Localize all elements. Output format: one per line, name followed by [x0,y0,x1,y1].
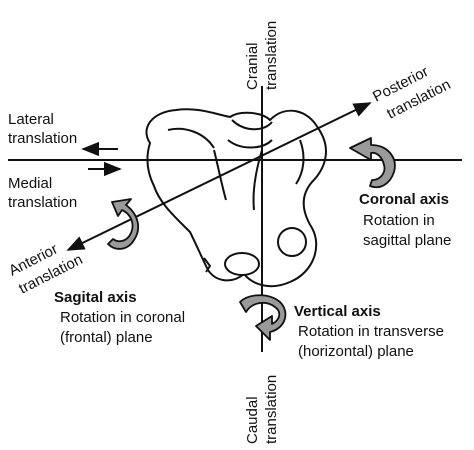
vertical-axis-desc-1: Rotation in transverse [298,323,444,340]
obturator-foramen [224,252,260,276]
sagittal-axis-desc-1: Rotation in coronal [60,309,185,326]
cranial-translation-label: translation [263,21,280,90]
medial-label: Medial [8,175,52,192]
sagittal-axis-title: Sagital axis [54,289,137,306]
vertical-axis-title: Vertical axis [294,303,381,320]
caudal-label: Caudal [244,396,261,444]
caudal-translation-label: translation [263,375,280,444]
medial-translation-label: translation [8,194,77,211]
translation-arrows [81,141,122,177]
lateral-translation-label: translation [8,130,77,147]
sagittal-axis-line [66,102,372,251]
coronal-rotation-arrow-icon [349,137,396,189]
vertical-rotation-arrow-icon [239,294,287,341]
cranial-label: Cranial [244,42,261,90]
rotation-arrows [107,137,396,341]
coronal-axis-title: Coronal axis [359,191,449,208]
lateral-label: Lateral [8,111,54,128]
coronal-axis-desc-1: Rotation in [363,212,435,229]
vertical-axis-desc-2: (horizontal) plane [298,343,414,360]
sagittal-rotation-arrow-icon [107,198,140,250]
pubic-symphysis [203,257,211,273]
sagittal-axis-desc-2: (frontal) plane [60,329,153,346]
coronal-axis-desc-2: sagittal plane [363,232,451,249]
labels: Cranial translation Caudal translation L… [6,21,453,444]
